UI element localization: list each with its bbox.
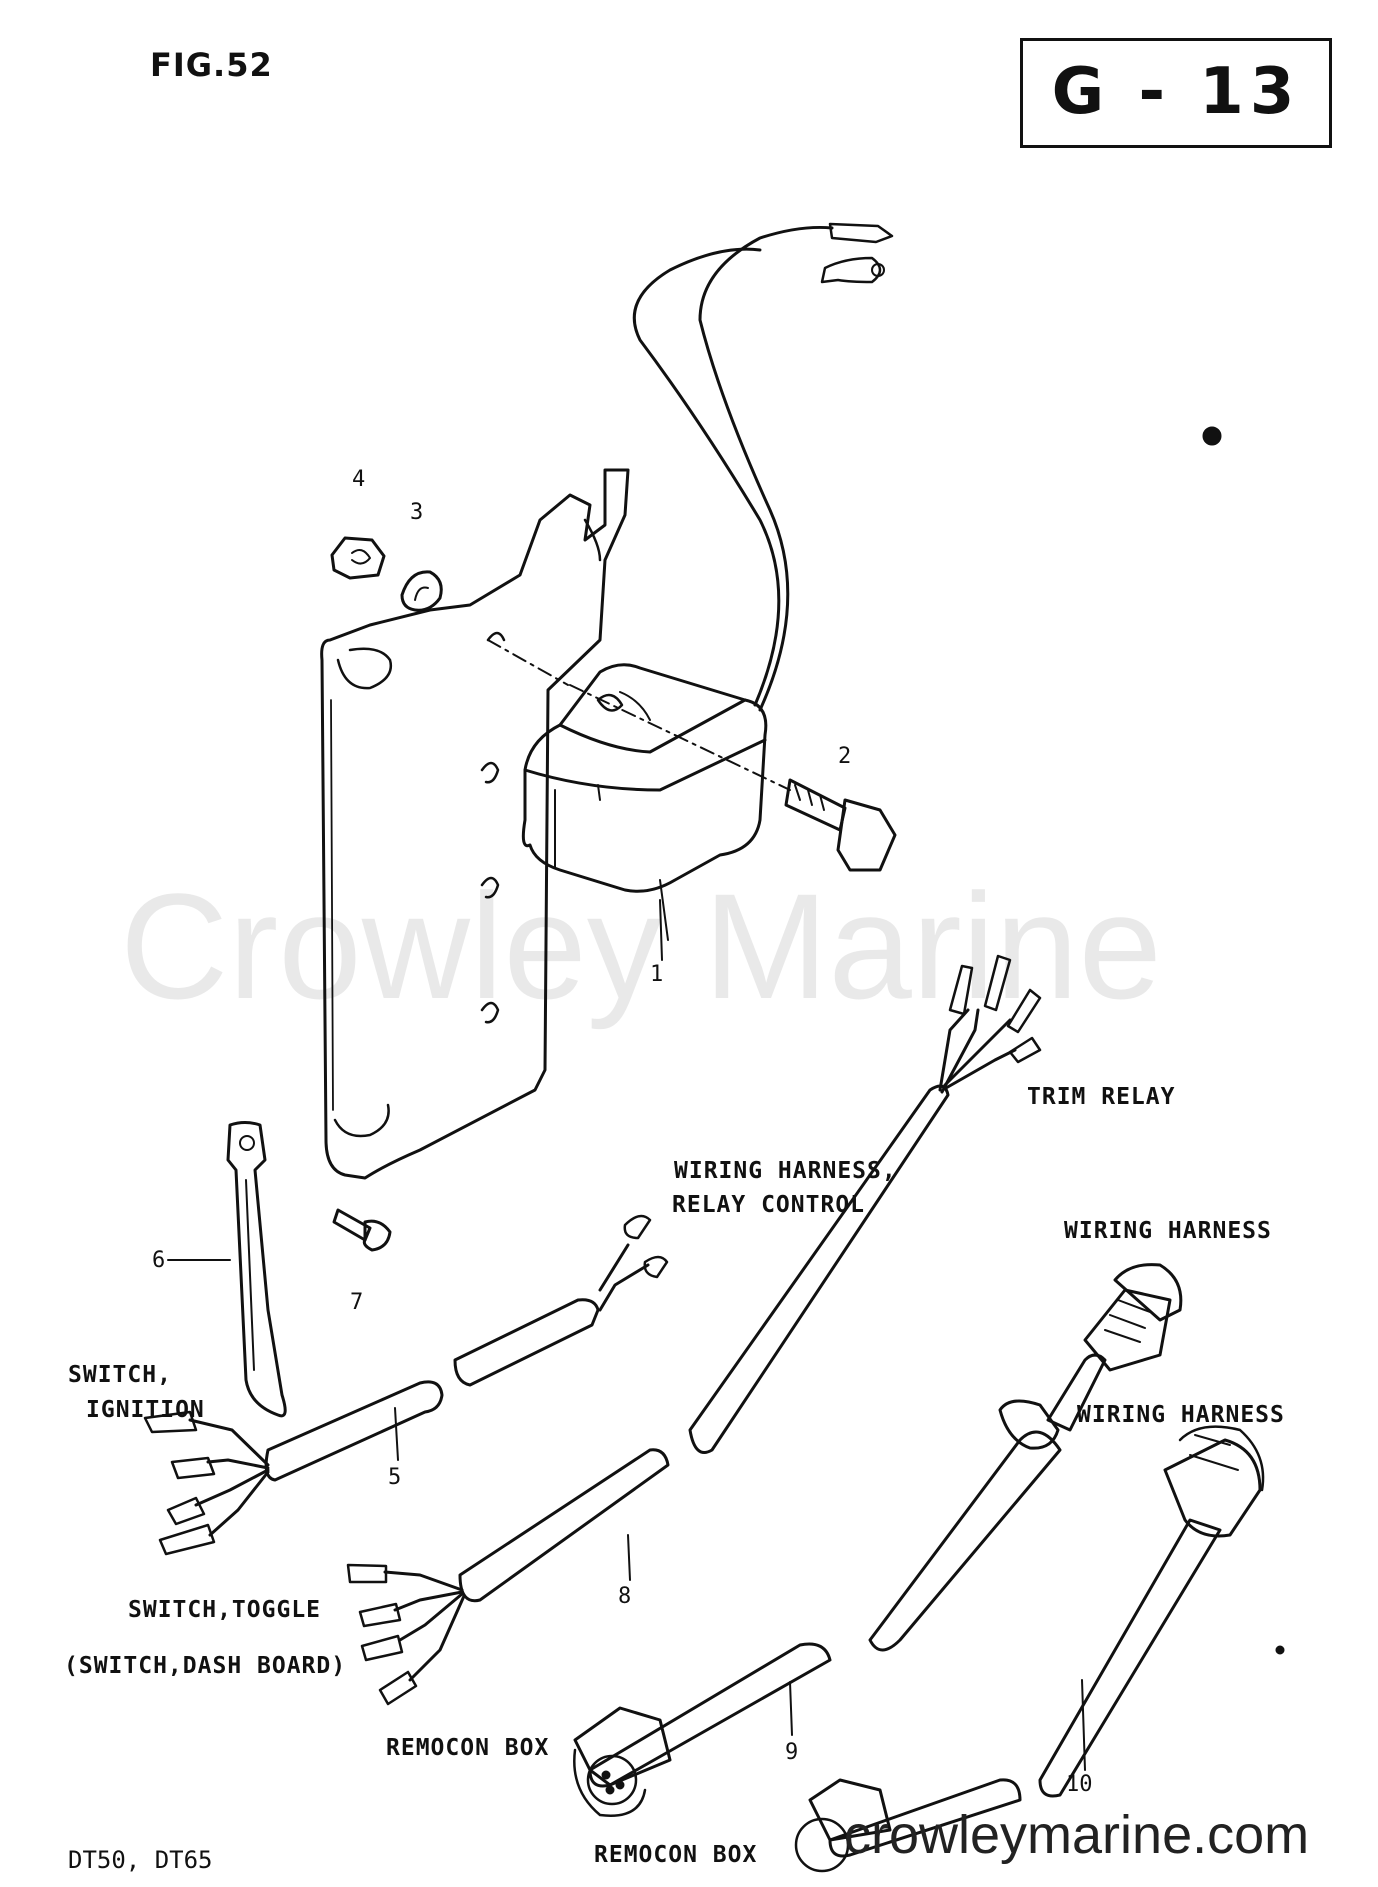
remocon-harness-10	[794, 1425, 1265, 1873]
relay-module	[521, 222, 894, 941]
hex-nut	[330, 536, 386, 580]
label-remocon-box-a: REMOCON BOX	[386, 1735, 550, 1761]
part-number-6: 6	[152, 1248, 166, 1273]
part-number-7: 7	[350, 1290, 364, 1315]
lock-washer	[400, 570, 443, 612]
label-switch-ignition-2: IGNITION	[86, 1397, 205, 1423]
cable-clamp	[226, 1121, 287, 1418]
part-number-3: 3	[410, 500, 424, 525]
part-number-9: 9	[785, 1740, 799, 1765]
trim-relay-harness	[346, 954, 1042, 1706]
leader-lines	[167, 899, 1086, 1771]
part-number-8: 8	[618, 1584, 632, 1609]
part-number-10: 10	[1066, 1772, 1093, 1797]
label-switch-ignition-1: SWITCH,	[68, 1362, 172, 1388]
screw	[332, 1208, 392, 1252]
part-number-5: 5	[388, 1465, 402, 1490]
label-trim-relay: TRIM RELAY	[1027, 1084, 1176, 1110]
site-url[interactable]: crowleymarine.com	[844, 1805, 1310, 1865]
page-code-box: G - 13	[1020, 38, 1332, 148]
ignition-switch-harness	[143, 1214, 669, 1556]
label-wiring-harness-b: WIRING HARNESS	[1077, 1402, 1285, 1428]
label-switch-toggle: SWITCH,TOGGLE	[128, 1597, 322, 1623]
label-wiring-harness-relay-1: WIRING HARNESS,	[674, 1158, 897, 1184]
label-wiring-harness-a: WIRING HARNESS	[1064, 1218, 1272, 1244]
part-number-1: 1	[650, 962, 664, 987]
part-number-4: 4	[352, 467, 366, 492]
part-number-2: 2	[838, 744, 852, 769]
remocon-harness-9	[573, 1263, 1183, 1817]
label-switch-dash-board: (SWITCH,DASH BOARD)	[64, 1653, 347, 1679]
label-wiring-harness-relay-2: RELAY CONTROL	[672, 1192, 866, 1218]
page-code: G - 13	[1051, 55, 1301, 129]
print-dot	[1202, 426, 1222, 446]
print-dot	[1275, 1645, 1285, 1655]
model-label: DT50, DT65	[68, 1846, 213, 1874]
mounting-bracket	[320, 468, 630, 1180]
label-remocon-box-b: REMOCON BOX	[594, 1842, 758, 1868]
figure-title: FIG.52	[150, 46, 273, 84]
bolt	[487, 639, 897, 872]
